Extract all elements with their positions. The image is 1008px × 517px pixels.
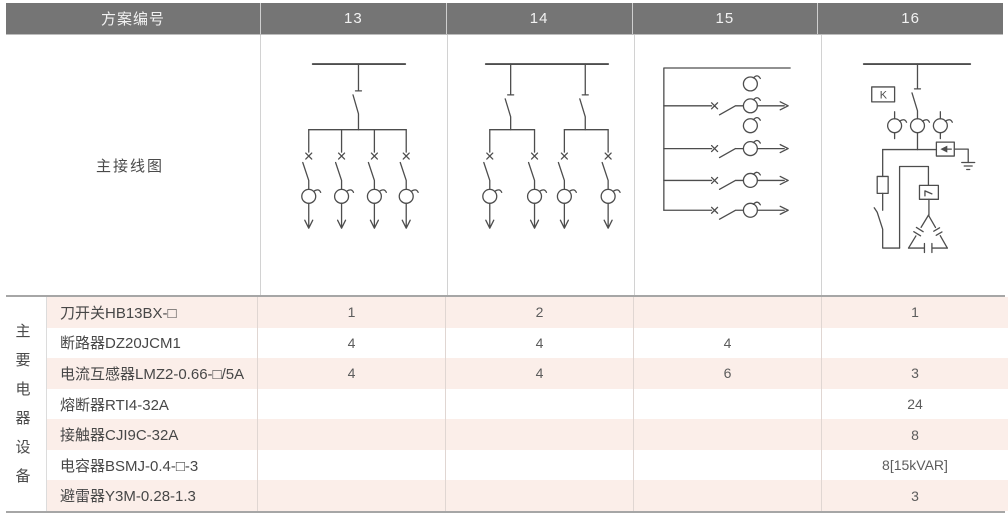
qty-scheme-16: 24: [821, 388, 1008, 420]
equipment-rows: 刀开关HB13BX-□ 1 2 1 断路器DZ20JCM1 4 4 4 电流互感…: [47, 297, 1008, 512]
qty-scheme-13: 4: [257, 358, 445, 389]
equipment-group-cell: 主要电器设备: [0, 297, 47, 511]
qty-scheme-14: [445, 388, 633, 420]
equipment-name: 接触器CJI9C-32A: [60, 427, 179, 445]
header-scheme-15: 15: [631, 3, 818, 34]
equipment-name: 避雷器Y3M-0.28-1.3: [60, 488, 196, 506]
section-divider: [6, 295, 1005, 297]
qty-scheme-13: [257, 449, 445, 481]
qty-scheme-15: 4: [633, 327, 821, 359]
qty-scheme-15: [633, 388, 821, 420]
qty-scheme-13: [257, 388, 445, 420]
qty-scheme-14: 4: [445, 327, 633, 359]
equipment-name: 电容器BSMJ-0.4-□-3: [60, 457, 199, 475]
qty-scheme-14: [445, 449, 633, 481]
table-row: 刀开关HB13BX-□ 1 2 1: [47, 297, 1008, 328]
qty-scheme-14: 4: [445, 358, 633, 389]
wiring-diagram-16: K: [821, 35, 1008, 295]
table-row: 电容器BSMJ-0.4-□-3 8[15kVAR]: [47, 449, 1008, 481]
header-underline: [6, 34, 1003, 35]
qty-scheme-14: [445, 419, 633, 450]
qty-scheme-14: 2: [445, 297, 633, 328]
wiring-diagram-13-svg: [301, 63, 419, 229]
equipment-name: 电流互感器LMZ2-0.66-□/5A: [60, 365, 245, 383]
qty-scheme-15: 6: [633, 358, 821, 389]
equipment-name: 断路器DZ20JCM1: [60, 335, 181, 353]
equipment-name: 熔断器RTI4-32A: [60, 396, 169, 414]
header-scheme-13: 13: [260, 3, 446, 34]
wiring-diagram-13: [260, 35, 448, 295]
qty-scheme-13: 4: [257, 327, 445, 359]
qty-scheme-16: 8: [821, 419, 1008, 450]
table-row: 熔断器RTI4-32A 24: [47, 388, 1008, 420]
qty-scheme-13: [257, 480, 445, 512]
qty-scheme-15: [633, 480, 821, 512]
qty-scheme-16: [821, 327, 1008, 359]
header-scheme-14: 14: [445, 3, 632, 34]
qty-scheme-15: [633, 297, 821, 328]
qty-scheme-16: 1: [821, 297, 1008, 328]
k-box-label: K: [880, 89, 888, 101]
header-scheme-label: 方案编号: [100, 11, 165, 28]
wiring-diagram-15: [634, 35, 822, 295]
wiring-diagram-16-svg: K: [862, 63, 976, 254]
table-row: 断路器DZ20JCM1 4 4 4: [47, 327, 1008, 359]
wiring-diagram-14-svg: [482, 63, 621, 229]
table-row: 避雷器Y3M-0.28-1.3 3: [47, 480, 1008, 512]
wiring-diagram-band: 主接线图: [0, 35, 1008, 295]
table-row: 电流互感器LMZ2-0.66-□/5A 4 4 6 3: [47, 358, 1008, 389]
equipment-table: 主要电器设备 刀开关HB13BX-□ 1 2 1 断路器DZ20JCM1 4 4…: [0, 297, 1008, 512]
table-bottom-border: [6, 511, 1005, 513]
qty-scheme-13: 1: [257, 297, 445, 328]
equipment-name: 刀开关HB13BX-□: [60, 304, 177, 322]
table-row: 接触器CJI9C-32A 8: [47, 419, 1008, 450]
qty-scheme-13: [257, 419, 445, 450]
qty-scheme-16: 3: [821, 358, 1008, 389]
wiring-diagram-15-svg: [663, 67, 791, 220]
qty-scheme-15: [633, 449, 821, 481]
table-header-row: 方案编号 13 14 15 16: [6, 3, 1003, 34]
qty-scheme-16: 3: [821, 480, 1008, 512]
qty-scheme-15: [633, 419, 821, 450]
equipment-group-label: 主要电器设备: [15, 323, 31, 485]
diagram-row-label: 主接线图: [95, 157, 164, 175]
qty-scheme-14: [445, 480, 633, 512]
header-scheme-16: 16: [817, 3, 1003, 34]
wiring-diagram-14: [447, 35, 635, 295]
qty-scheme-16: 8[15kVAR]: [821, 449, 1008, 481]
